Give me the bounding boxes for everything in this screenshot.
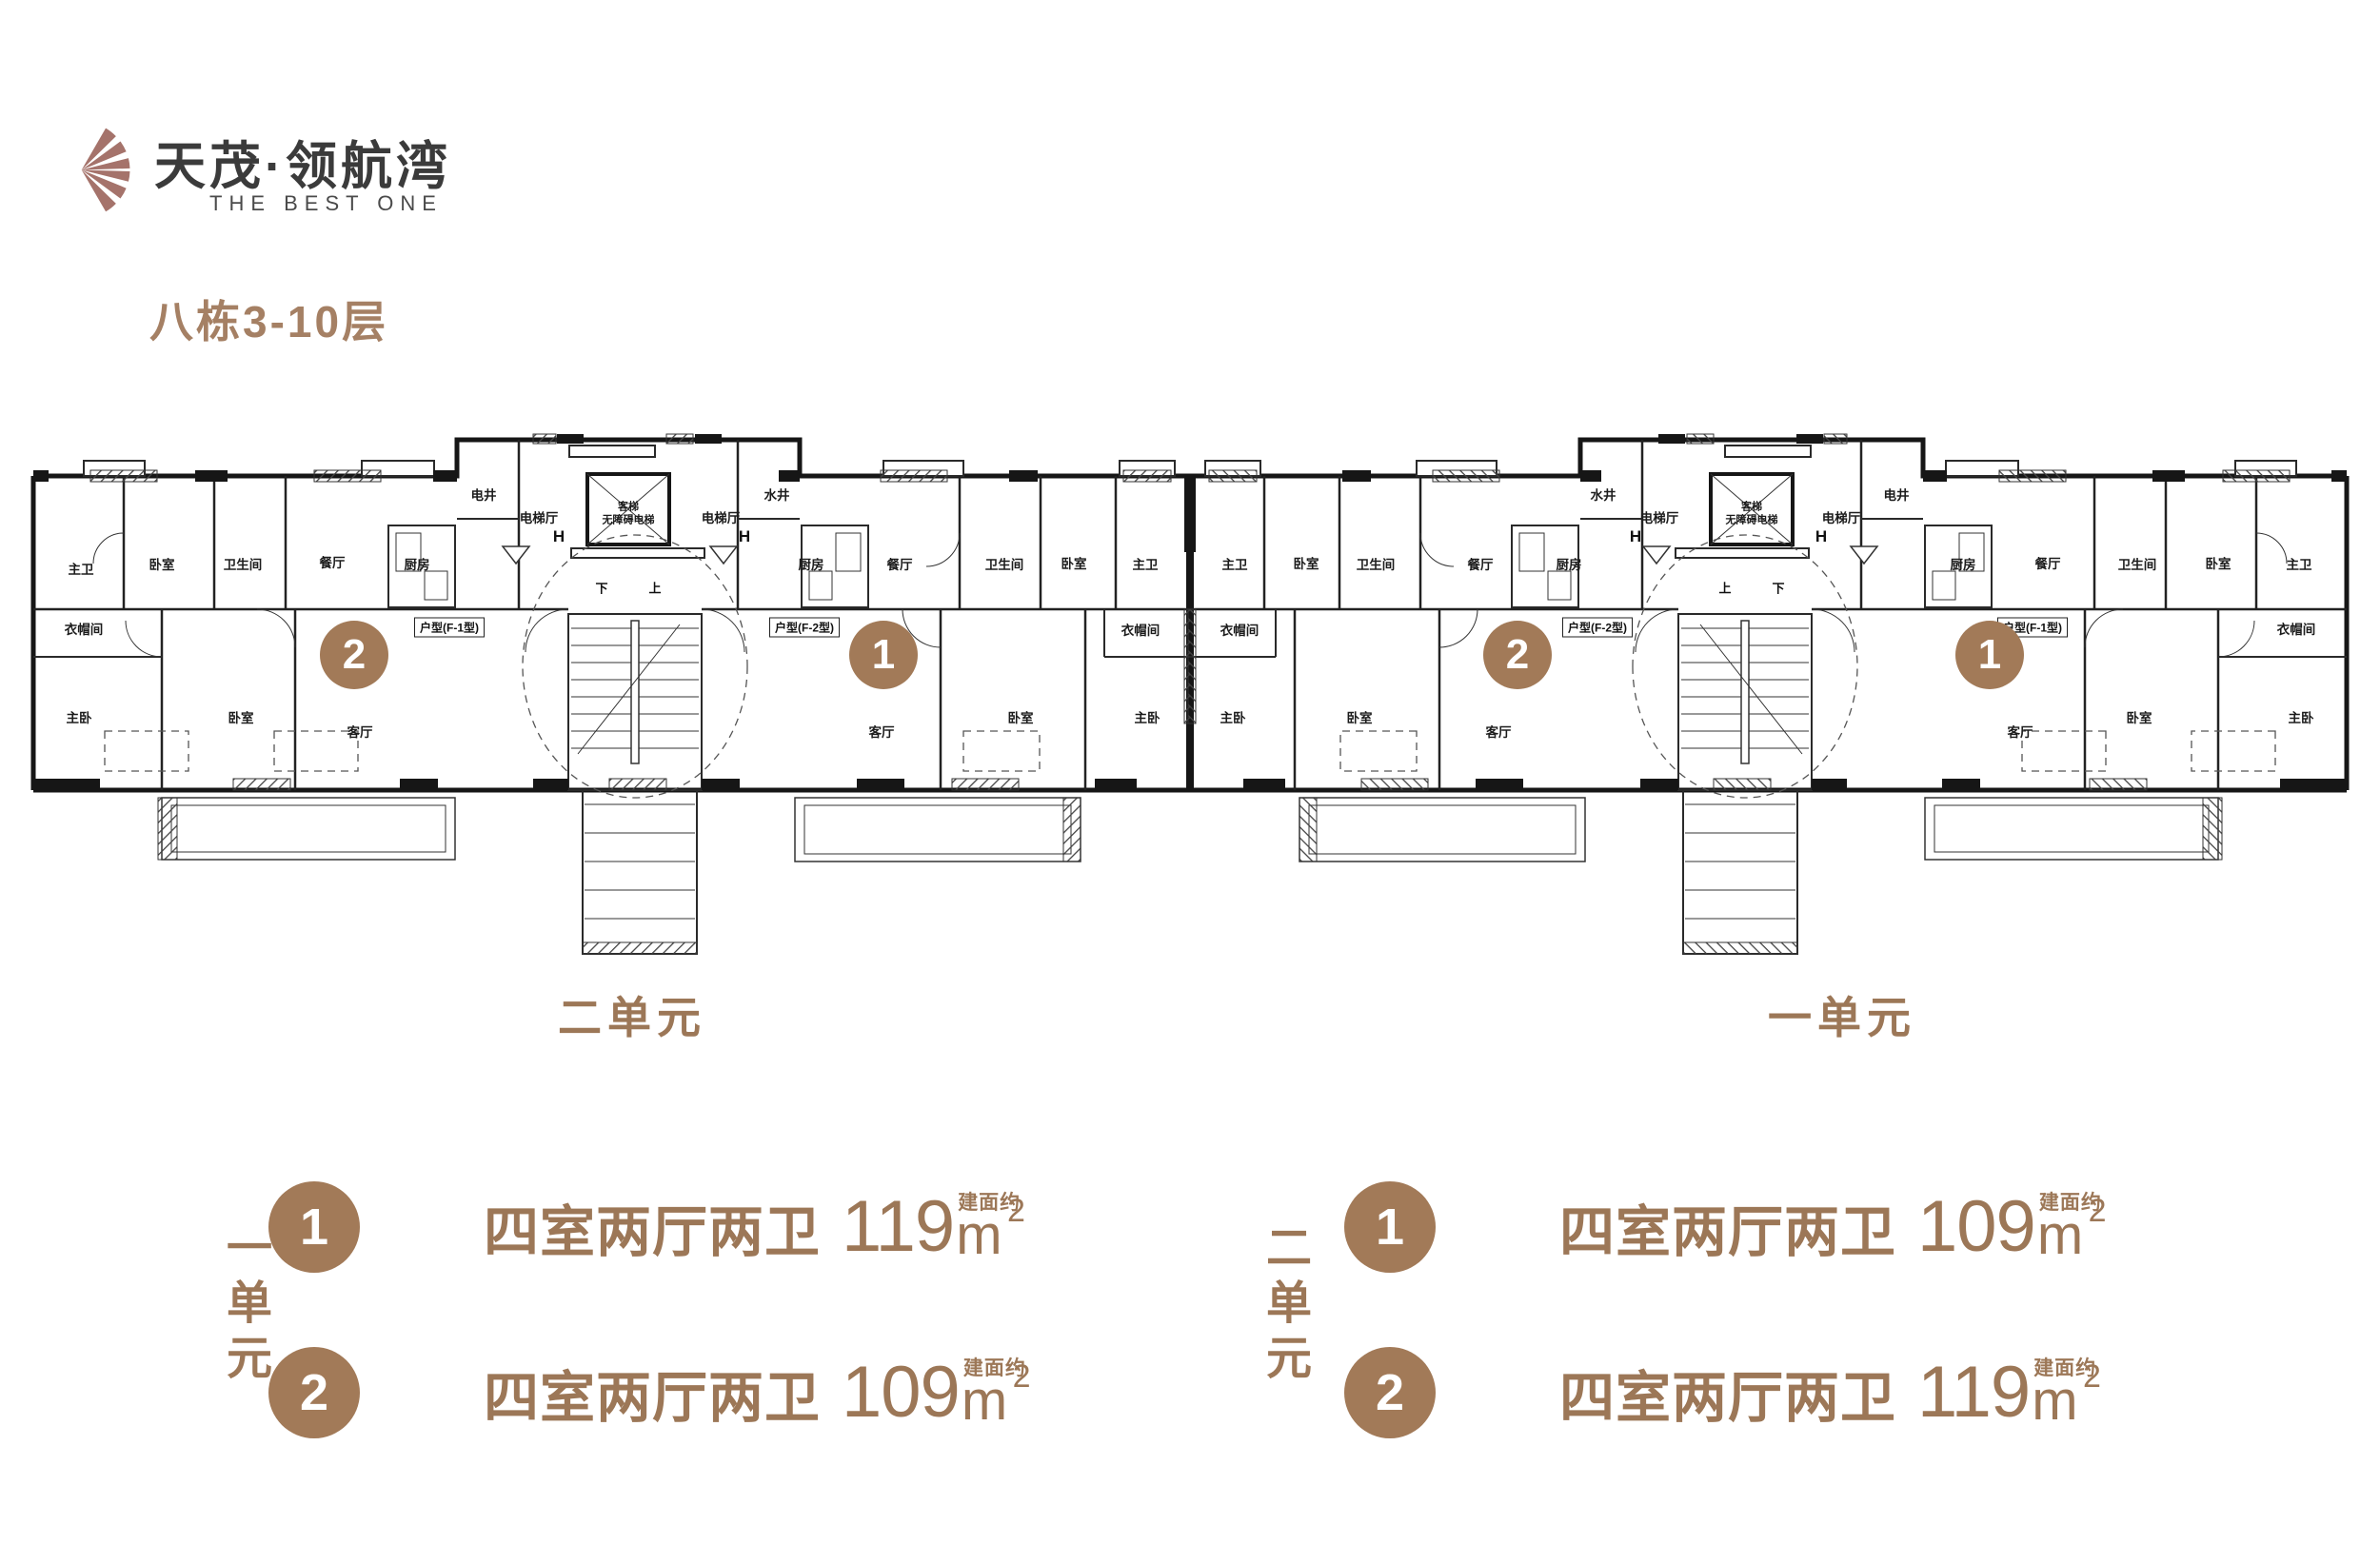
unit-number-badge: 1 [1344,1181,1436,1273]
area-unit-m: m [2032,1370,2078,1432]
area-unit: 建面约 m 2 [2032,1357,2101,1429]
area-superscript: 2 [1012,1358,1031,1395]
legend-row: 1 四室两厅两卫 119 建面约 m 2 [268,1181,1025,1273]
area-superscript: 2 [2082,1358,2101,1395]
legend-row: 2 四室两厅两卫 119 建面约 m 2 [1344,1347,2101,1438]
area-value: 119 建面约 m 2 [1917,1357,2101,1429]
area-note: 建面约 [2038,1192,2102,1214]
area-value: 119 建面约 m 2 [842,1191,1025,1263]
area-number: 109 [1917,1186,2036,1267]
area-number: 109 [842,1352,961,1433]
layout-description: 四室两厅两卫 [1559,1201,1897,1263]
area-number: 119 [842,1186,955,1267]
area-note: 建面约 [2033,1357,2097,1379]
area-superscript: 2 [2088,1193,2107,1229]
area-value: 109 建面约 m 2 [1917,1191,2107,1263]
layout-description: 四室两厅两卫 [484,1367,822,1429]
legend-row: 2 四室两厅两卫 109 建面约 m 2 [268,1347,1031,1438]
area-unit: 建面约 m 2 [956,1192,1025,1263]
area-unit-m: m [2036,1204,2084,1266]
building-floor-label: 八栋3-10层 [149,297,389,347]
unit-number-badge: 1 [268,1181,360,1273]
brand-name: 天茂·领航湾 [154,138,451,195]
brand-fan-logo-icon [81,128,130,212]
area-unit-m: m [961,1370,1008,1432]
area-unit: 建面约 m 2 [962,1357,1031,1429]
area-note: 建面约 [958,1192,1021,1214]
legend-row: 1 四室两厅两卫 109 建面约 m 2 [1344,1181,2107,1273]
area-superscript: 2 [1006,1193,1025,1229]
area-value: 109 建面约 m 2 [842,1357,1031,1429]
area-unit-m: m [956,1204,1002,1266]
unit-number-badge: 2 [1344,1347,1436,1438]
area-unit: 建面约 m 2 [2037,1192,2107,1263]
layout-description: 四室两厅两卫 [484,1201,822,1263]
area-note: 建面约 [962,1357,1026,1379]
unit-number-badge: 2 [268,1347,360,1438]
layout-description: 四室两厅两卫 [1559,1367,1897,1429]
brand-tagline: THE BEST ONE [209,191,443,215]
legend-right-unit-label: 二单元 [1259,1223,1309,1389]
legend-left-unit-label: 一单元 [219,1223,269,1389]
area-number: 119 [1917,1352,2031,1433]
